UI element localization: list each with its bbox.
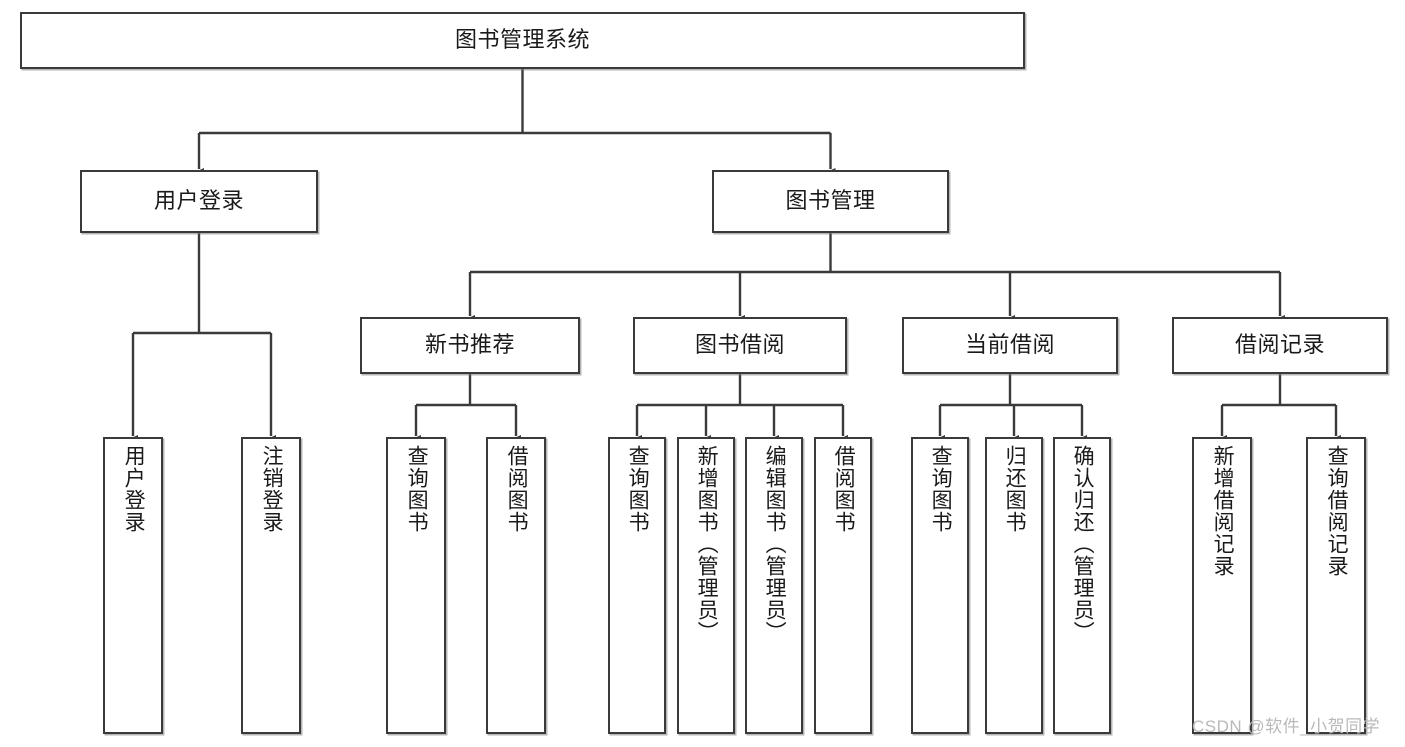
node-label: 借阅图书 xyxy=(505,445,529,533)
node-book-management[interactable]: 图书管理 xyxy=(712,170,949,233)
node-leaf-query-book-borrow[interactable]: 查询图书 xyxy=(608,437,666,734)
node-leaf-edit-book[interactable]: 编辑图书（管理员） xyxy=(745,437,803,734)
node-new-book-recommend[interactable]: 新书推荐 xyxy=(360,317,580,374)
node-label: 确认归还（管理员） xyxy=(1071,445,1095,643)
node-leaf-query-borrow-record[interactable]: 查询借阅记录 xyxy=(1306,437,1366,734)
node-leaf-add-borrow-record[interactable]: 新增借阅记录 xyxy=(1192,437,1252,734)
node-label: 借阅记录 xyxy=(1234,332,1325,358)
node-label: 归还图书 xyxy=(1003,445,1027,533)
node-borrow-record[interactable]: 借阅记录 xyxy=(1172,317,1388,374)
node-leaf-add-book[interactable]: 新增图书（管理员） xyxy=(677,437,735,734)
node-label: 查询借阅记录 xyxy=(1325,445,1349,577)
node-label: 用户登录 xyxy=(153,188,244,214)
node-leaf-logout[interactable]: 注销登录 xyxy=(241,437,301,734)
node-label: 查询图书 xyxy=(405,445,429,533)
node-leaf-query-book-recommend[interactable]: 查询图书 xyxy=(386,437,446,734)
node-label: 图书借阅 xyxy=(694,332,785,358)
node-label: 注销登录 xyxy=(260,445,284,533)
node-label: 新增借阅记录 xyxy=(1211,445,1235,577)
watermark-text: CSDN @软件_小贺同学 xyxy=(1192,717,1381,736)
node-label: 查询图书 xyxy=(626,445,650,533)
node-label: 借阅图书 xyxy=(832,445,856,533)
node-label: 编辑图书（管理员） xyxy=(763,445,787,643)
node-root[interactable]: 图书管理系统 xyxy=(20,12,1025,69)
node-current-borrow[interactable]: 当前借阅 xyxy=(902,317,1118,374)
node-leaf-user-login[interactable]: 用户登录 xyxy=(103,437,163,734)
node-label: 查询图书 xyxy=(929,445,953,533)
node-label: 当前借阅 xyxy=(964,332,1055,358)
node-leaf-query-book-current[interactable]: 查询图书 xyxy=(911,437,969,734)
node-leaf-borrow-book-recommend[interactable]: 借阅图书 xyxy=(486,437,546,734)
node-user-login[interactable]: 用户登录 xyxy=(80,170,318,233)
node-label: 用户登录 xyxy=(122,445,146,533)
node-label: 图书管理系统 xyxy=(454,27,590,53)
node-leaf-return-book[interactable]: 归还图书 xyxy=(985,437,1043,734)
node-label: 图书管理 xyxy=(785,188,876,214)
node-book-borrow[interactable]: 图书借阅 xyxy=(633,317,847,374)
node-label: 新书推荐 xyxy=(424,332,515,358)
node-leaf-confirm-return[interactable]: 确认归还（管理员） xyxy=(1053,437,1111,734)
node-leaf-borrow-book[interactable]: 借阅图书 xyxy=(814,437,872,734)
node-label: 新增图书（管理员） xyxy=(695,445,719,643)
